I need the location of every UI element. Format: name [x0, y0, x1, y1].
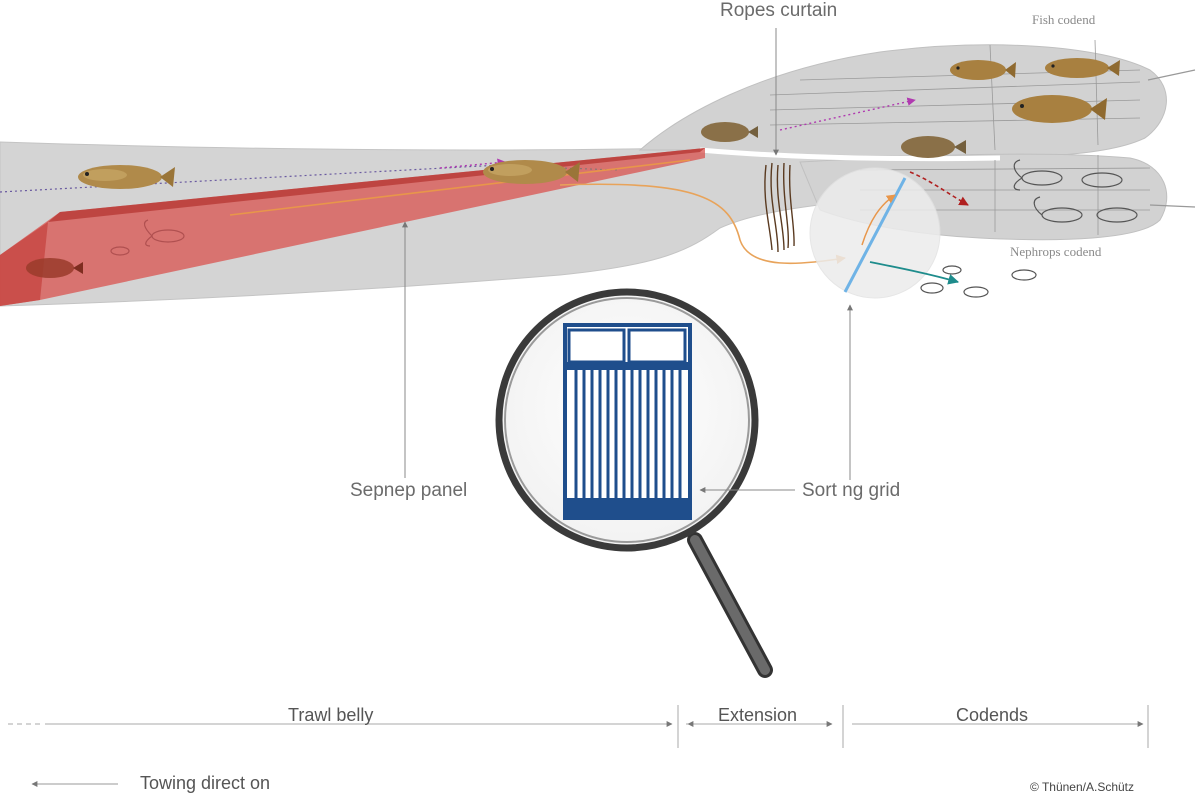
sepnep-panel — [0, 148, 705, 306]
sorting-grid-detail — [563, 323, 692, 520]
cod-icon — [950, 60, 1016, 80]
ropes-curtain — [764, 162, 795, 253]
sepnep-panel-edge — [0, 222, 48, 306]
section-codends: Codends — [956, 705, 1028, 725]
flatfish-icon — [26, 258, 83, 278]
section-trawl-belly: Trawl belly — [288, 705, 373, 725]
flatfish-icons — [26, 122, 966, 278]
nephrops-icon — [143, 219, 185, 247]
nephrops-icon — [920, 282, 944, 294]
label-sepnep-panel: Sepnep panel — [350, 480, 467, 501]
orange-up-arrow — [861, 194, 896, 246]
section-extension: Extension — [718, 705, 797, 725]
towing-direction-label: Towing direct on — [140, 773, 270, 793]
label-ropes-curtain: Ropes curtain — [720, 0, 837, 21]
nephrops-icon — [963, 286, 989, 298]
cod-fish-icons — [78, 58, 1120, 189]
label-nephrops-codend: Nephrops codend — [1010, 244, 1102, 259]
cod-icon — [78, 165, 175, 189]
nephrops-route — [559, 183, 846, 265]
nephrops-icon — [1013, 159, 1063, 191]
nephrops-icons — [110, 159, 1138, 298]
nephrops-icon — [1096, 207, 1138, 223]
credit-text: © Thünen/A.Schütz — [1030, 780, 1134, 793]
nephrops-icon — [1081, 172, 1123, 188]
nephrops-icon — [1033, 196, 1083, 223]
label-sorting-grid: Sort ng grid — [802, 480, 900, 501]
teal-out-arrow — [869, 261, 960, 285]
belly-fish-arrow — [439, 158, 506, 169]
fish-codend-arrow — [779, 97, 916, 131]
cod-icon — [1045, 58, 1120, 78]
nephrops-icon — [942, 265, 962, 275]
section-ruler — [8, 705, 1149, 748]
label-fish-codend: Fish codend — [1032, 12, 1096, 27]
fish-route-dotted — [0, 164, 501, 193]
codend-end-ropes — [1147, 69, 1196, 208]
panel-flow-line — [229, 159, 691, 216]
flatfish-icon — [901, 136, 966, 158]
nephrops-icon — [1011, 269, 1037, 281]
nephrops-icon — [110, 246, 130, 256]
flatfish-icon — [701, 122, 758, 142]
cod-icon — [483, 160, 580, 184]
cod-icon — [1012, 95, 1107, 123]
codend-separator — [699, 147, 1001, 162]
